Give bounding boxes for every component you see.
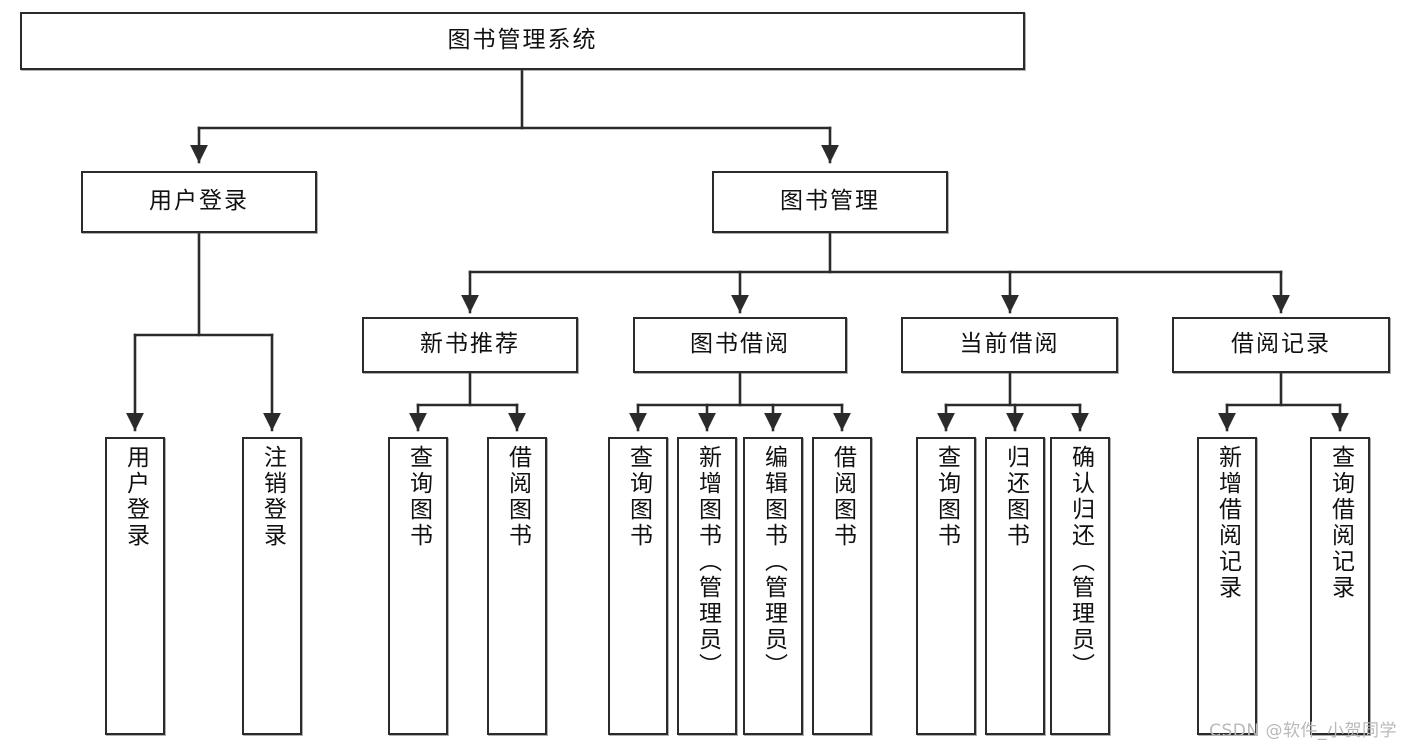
leaf-user-login-signin-label: 用户登录 — [122, 445, 149, 549]
leaf-new-book-query-label: 查询图书 — [405, 445, 432, 549]
leaf-new-book-borrow[interactable]: 借阅图书 — [487, 437, 547, 735]
watermark-text: CSDN @软件_小贺同学 — [1209, 721, 1397, 741]
node-root[interactable]: 图书管理系统 — [20, 12, 1025, 70]
node-user-login-label: 用户登录 — [149, 188, 249, 215]
node-book-borrow[interactable]: 图书借阅 — [633, 317, 847, 373]
node-user-login[interactable]: 用户登录 — [81, 171, 317, 233]
leaf-user-login-signin[interactable]: 用户登录 — [105, 437, 165, 735]
leaf-borrow-query-book-label: 查询图书 — [625, 445, 652, 549]
leaf-current-query-book-label: 查询图书 — [933, 445, 960, 549]
leaf-current-query-book[interactable]: 查询图书 — [916, 437, 976, 735]
leaf-record-add[interactable]: 新增借阅记录 — [1197, 437, 1257, 735]
leaf-record-add-label: 新增借阅记录 — [1214, 445, 1241, 601]
leaf-borrow-edit-book[interactable]: 编辑图书（管理员） — [743, 437, 803, 735]
leaf-borrow-add-book-label: 新增图书（管理员） — [694, 445, 721, 679]
leaf-current-return-book[interactable]: 归还图书 — [985, 437, 1045, 735]
node-root-label: 图书管理系统 — [447, 27, 598, 54]
leaf-borrow-borrow-book-label: 借阅图书 — [829, 445, 856, 549]
node-book-borrow-label: 图书借阅 — [690, 331, 790, 358]
node-book-management[interactable]: 图书管理 — [712, 171, 948, 233]
node-current-borrow[interactable]: 当前借阅 — [901, 317, 1118, 373]
leaf-new-book-borrow-label: 借阅图书 — [504, 445, 531, 549]
leaf-borrow-borrow-book[interactable]: 借阅图书 — [812, 437, 872, 735]
leaf-current-confirm-return[interactable]: 确认归还（管理员） — [1050, 437, 1110, 735]
node-book-management-label: 图书管理 — [780, 188, 880, 215]
leaf-record-query[interactable]: 查询借阅记录 — [1310, 437, 1370, 735]
node-borrow-record[interactable]: 借阅记录 — [1172, 317, 1390, 373]
node-new-book-recommend[interactable]: 新书推荐 — [362, 317, 578, 373]
leaf-borrow-edit-book-label: 编辑图书（管理员） — [760, 445, 787, 679]
leaf-record-query-label: 查询借阅记录 — [1327, 445, 1354, 601]
leaf-current-return-book-label: 归还图书 — [1002, 445, 1029, 549]
leaf-new-book-query[interactable]: 查询图书 — [388, 437, 448, 735]
node-current-borrow-label: 当前借阅 — [959, 331, 1060, 358]
leaf-borrow-add-book[interactable]: 新增图书（管理员） — [677, 437, 737, 735]
leaf-borrow-query-book[interactable]: 查询图书 — [608, 437, 668, 735]
leaf-user-login-signout[interactable]: 注销登录 — [242, 437, 302, 735]
leaf-current-confirm-return-label: 确认归还（管理员） — [1067, 445, 1094, 679]
node-new-book-recommend-label: 新书推荐 — [420, 331, 520, 358]
leaf-user-login-signout-label: 注销登录 — [259, 445, 286, 549]
node-borrow-record-label: 借阅记录 — [1231, 331, 1331, 358]
